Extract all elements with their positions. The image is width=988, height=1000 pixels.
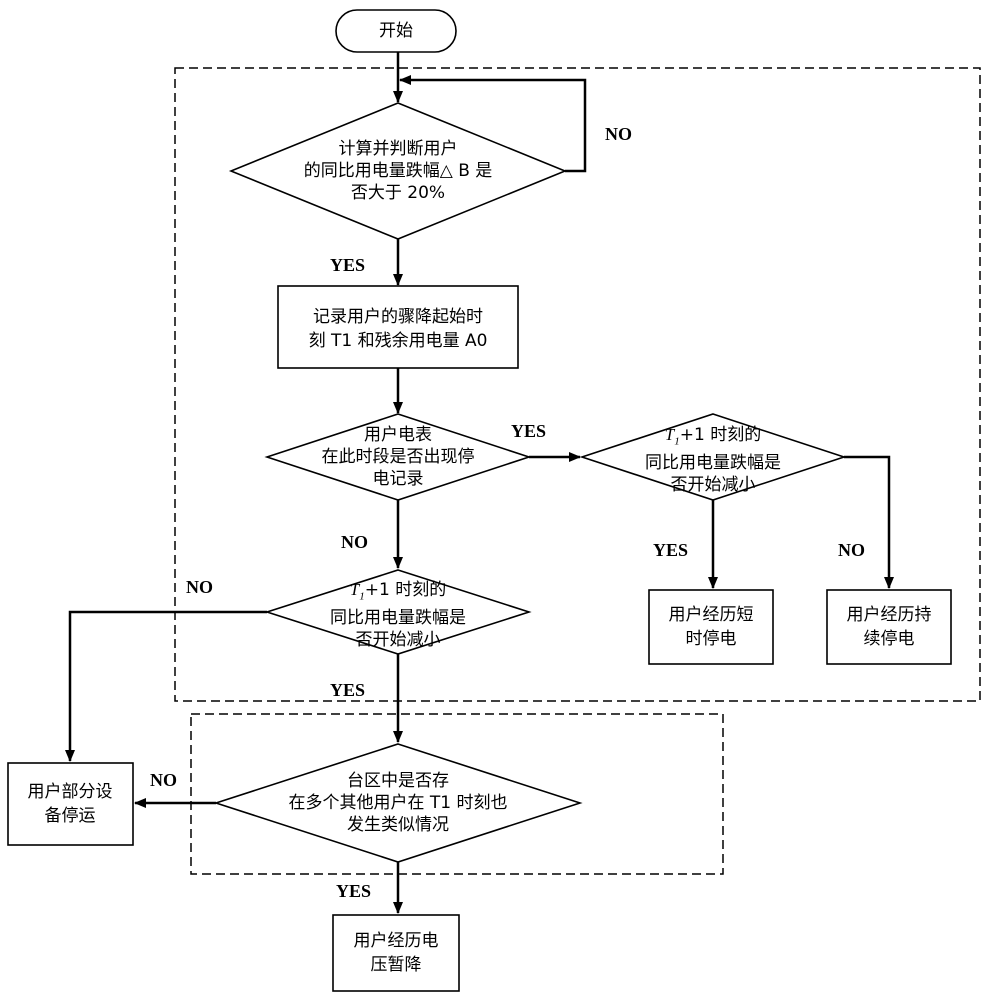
drop-condition-text: 计算并判断用户 的同比用电量跌幅△ B 是 否大于 20% [303, 139, 493, 203]
record-text: 记录用户的骤降起始时 刻 T1 和残余用电量 A0 [308, 307, 488, 351]
label-yes-short: YES [653, 540, 689, 560]
voltage-sag-text: 用户经历电 压暂降 [353, 931, 439, 975]
start-label: 开始 [379, 21, 413, 41]
process-partial-stop [7, 762, 134, 846]
short-outage-text: 用户经历短 时停电 [668, 605, 754, 649]
process-long-outage [826, 589, 952, 665]
label-no-long: NO [838, 540, 865, 560]
dashed-group-upper [174, 67, 981, 702]
label-yes-sag: YES [336, 881, 372, 901]
process-voltage-sag [332, 914, 460, 992]
label-no-down: NO [341, 532, 368, 552]
start-terminal [335, 9, 457, 53]
left-decrease-text: T1+1 时刻的 同比用电量跌幅是 否开始减小 [330, 580, 466, 651]
label-no-left: NO [186, 577, 213, 597]
dashed-group-lower [190, 713, 724, 875]
right-decrease-text: T1+1 时刻的 同比用电量跌幅是 否开始减小 [645, 425, 781, 496]
outage-condition-text: 用户电表 在此时段是否出现停 电记录 [321, 425, 475, 489]
arrow-no-loop [399, 75, 587, 173]
arrow-no-long [844, 455, 894, 589]
label-yes-right: YES [511, 421, 547, 441]
label-no-partial: NO [150, 770, 177, 790]
process-short-outage [648, 589, 774, 665]
arrow-no-left [65, 610, 267, 762]
process-record-t1 [277, 285, 519, 369]
partial-stop-text: 用户部分设 备停运 [27, 782, 113, 826]
label-no-loop: NO [605, 124, 632, 144]
area-condition-text: 台区中是否存 在多个其他用户在 T1 时刻也 发生类似情况 [288, 771, 508, 835]
label-yes-area: YES [330, 680, 366, 700]
label-yes-record: YES [330, 255, 366, 275]
long-outage-text: 用户经历持 续停电 [846, 605, 932, 649]
